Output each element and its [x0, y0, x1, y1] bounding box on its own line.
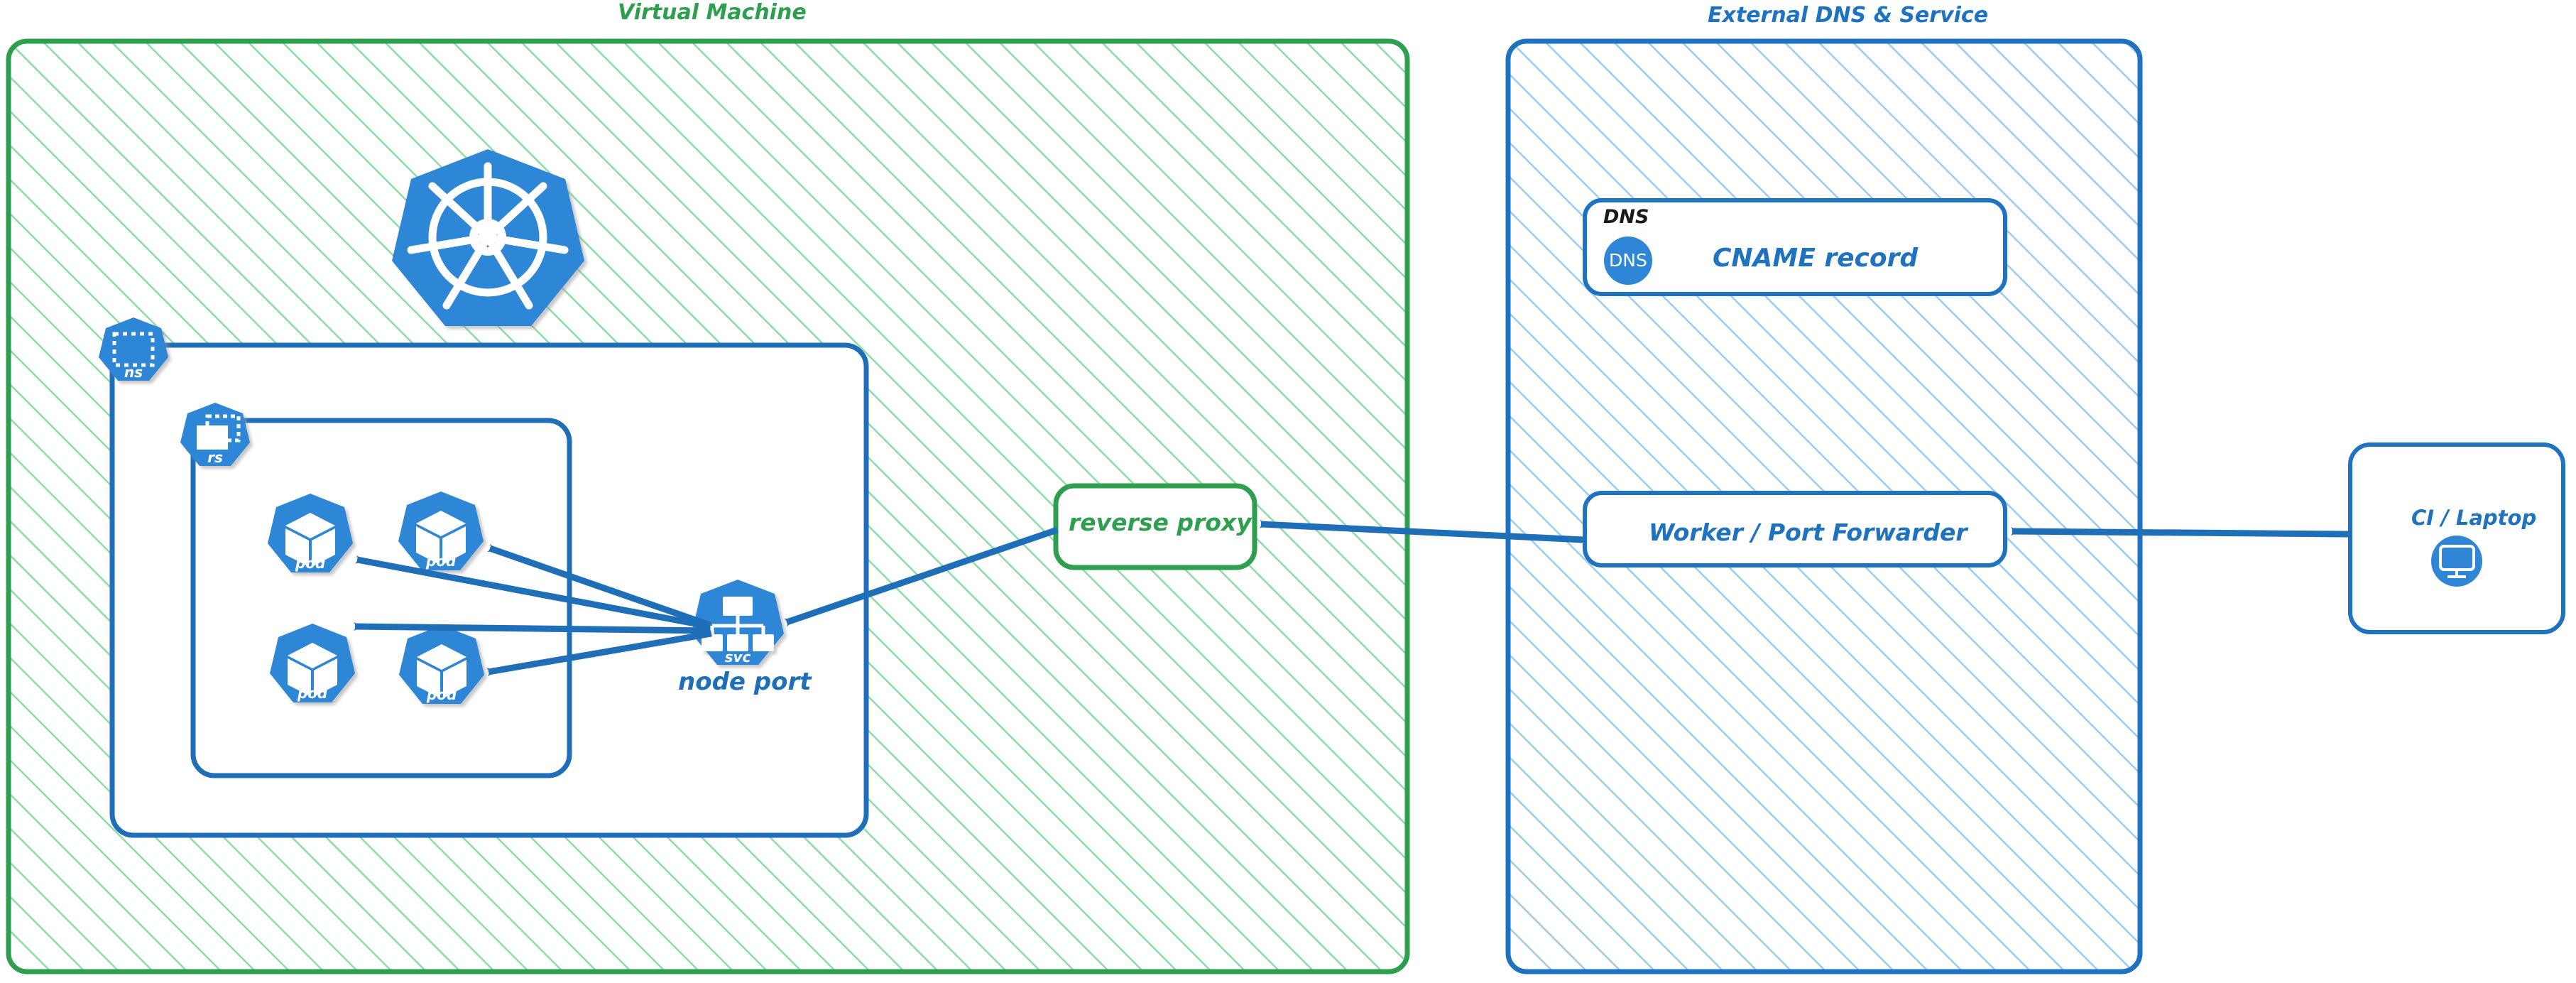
service-nodeport-icon[interactable]: svc — [692, 580, 784, 666]
pod-label: pod — [295, 555, 326, 572]
pod-label: pod — [425, 553, 457, 570]
dns-card[interactable] — [1583, 198, 2007, 296]
kubernetes-replicaset-icon[interactable]: rs — [180, 403, 250, 466]
pod-1[interactable]: pod — [268, 494, 353, 572]
pod-2[interactable]: pod — [398, 492, 484, 570]
cname-record-label: CNAME record — [1713, 244, 1919, 273]
worker-port-forwarder-label: Worker / Port Forwarder — [1649, 518, 1968, 546]
dns-badge-circle — [1604, 237, 1652, 285]
ci-laptop-label: CI / Laptop — [2411, 506, 2537, 530]
arrow-ci-laptop-to-worker — [2010, 526, 2349, 538]
arrow-worker-to-reverse-proxy — [1259, 519, 1584, 543]
reverse-proxy-label: reverse proxy — [1069, 509, 1252, 536]
arrow-svc-to-pod-3 — [353, 621, 711, 634]
rs-icon-label: rs — [207, 449, 223, 466]
dns-badge-label: DNS — [1609, 250, 1647, 271]
arrow-svc-to-pod-2 — [487, 543, 711, 629]
arrow-svc-to-pod-4 — [486, 630, 712, 677]
pod-label: pod — [426, 686, 457, 703]
ns-icon-label: ns — [124, 364, 143, 381]
kubernetes-logo — [392, 149, 584, 326]
pod-label: pod — [297, 685, 328, 702]
external-dns-title: External DNS & Service — [1708, 3, 1989, 28]
worker-port-forwarder-card[interactable] — [1583, 491, 2007, 567]
svc-icon-label: svc — [725, 648, 751, 666]
dns-card-tag: DNS — [1603, 206, 1649, 228]
desktop-monitor-icon — [2431, 536, 2482, 587]
arrow-reverse-proxy-to-svc — [784, 526, 1059, 627]
pod-4[interactable]: pod — [399, 625, 484, 704]
replicaset-box[interactable] — [190, 418, 572, 778]
pod-3[interactable]: pod — [270, 624, 355, 702]
arrow-svc-to-pod-1 — [354, 555, 711, 630]
node-port-caption: node port — [678, 668, 812, 696]
virtual-machine-title: Virtual Machine — [618, 0, 807, 25]
kubernetes-namespace-icon[interactable]: ns — [99, 317, 168, 381]
connector-group-svc-pods — [353, 543, 712, 677]
reverse-proxy-box[interactable] — [1053, 483, 1257, 570]
